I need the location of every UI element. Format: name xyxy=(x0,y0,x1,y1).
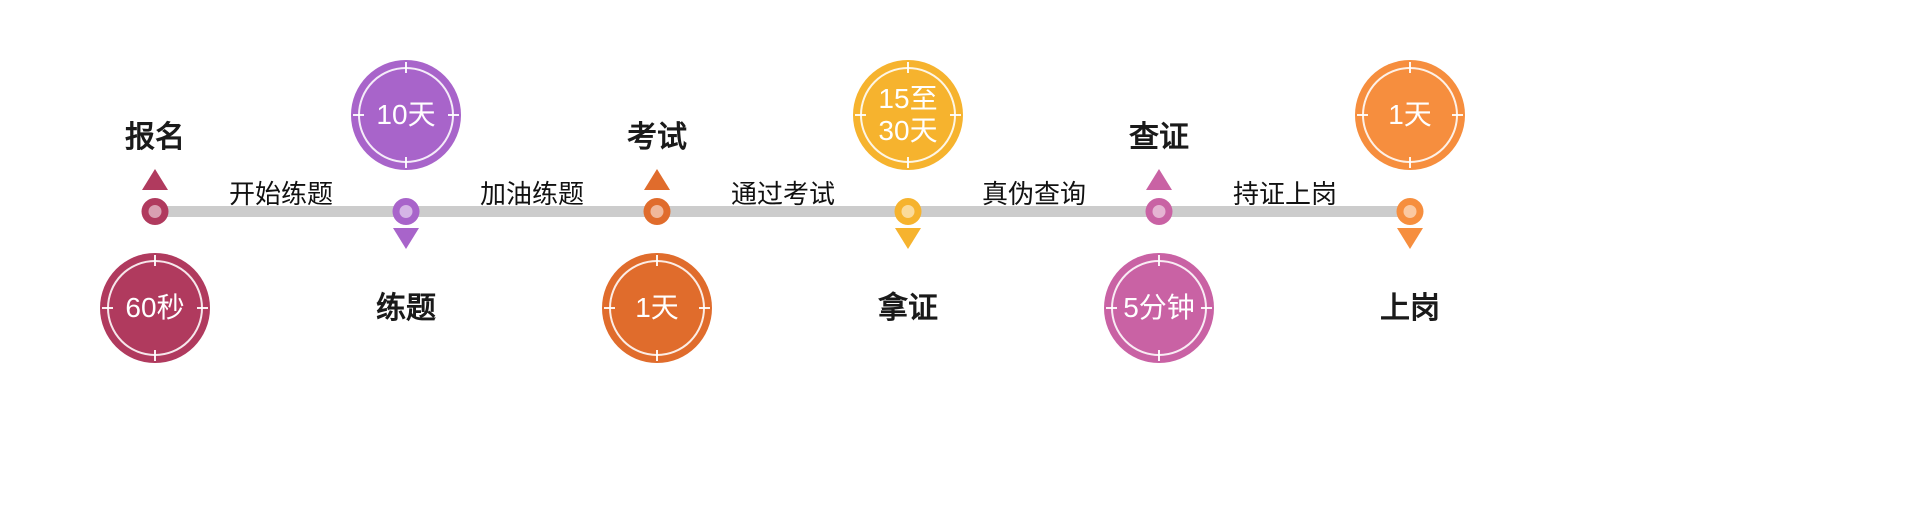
duration-label: 10天 xyxy=(376,98,436,130)
arrow-up-icon xyxy=(1146,169,1172,190)
timeline-dot xyxy=(1396,198,1424,225)
node-label: 查证 xyxy=(1129,121,1189,154)
node-label: 上岗 xyxy=(1380,292,1440,325)
timeline-dot xyxy=(643,198,671,225)
node-label: 报名 xyxy=(125,121,185,154)
segment-label: 真伪查询 xyxy=(981,179,1087,209)
arrow-down-icon xyxy=(895,228,921,249)
timeline-dot xyxy=(1145,198,1173,225)
timeline-dot xyxy=(141,198,169,225)
segment-label: 加油练题 xyxy=(479,179,585,209)
arrow-up-icon xyxy=(142,169,168,190)
node-label: 拿证 xyxy=(878,292,938,325)
timeline-dot xyxy=(894,198,922,225)
duration-clock: 1天 xyxy=(602,253,712,363)
duration-label: 5分钟 xyxy=(1123,291,1195,323)
node-label: 考试 xyxy=(627,121,687,154)
duration-label: 1天 xyxy=(1388,98,1432,130)
timeline-dot xyxy=(392,198,420,225)
duration-label: 15至30天 xyxy=(878,82,938,146)
arrow-down-icon xyxy=(393,228,419,249)
arrow-up-icon xyxy=(644,169,670,190)
duration-clock: 15至30天 xyxy=(853,60,963,170)
node-label: 练题 xyxy=(376,292,436,325)
timeline-bar xyxy=(150,206,1418,217)
segment-label: 持证上岗 xyxy=(1232,179,1338,209)
duration-label: 1天 xyxy=(635,291,679,323)
duration-clock: 60秒 xyxy=(100,253,210,363)
duration-clock: 10天 xyxy=(351,60,461,170)
duration-clock: 1天 xyxy=(1355,60,1465,170)
duration-label: 60秒 xyxy=(125,291,185,323)
segment-label: 通过考试 xyxy=(730,179,836,209)
duration-clock: 5分钟 xyxy=(1104,253,1214,363)
arrow-down-icon xyxy=(1397,228,1423,249)
segment-label: 开始练题 xyxy=(228,179,334,209)
